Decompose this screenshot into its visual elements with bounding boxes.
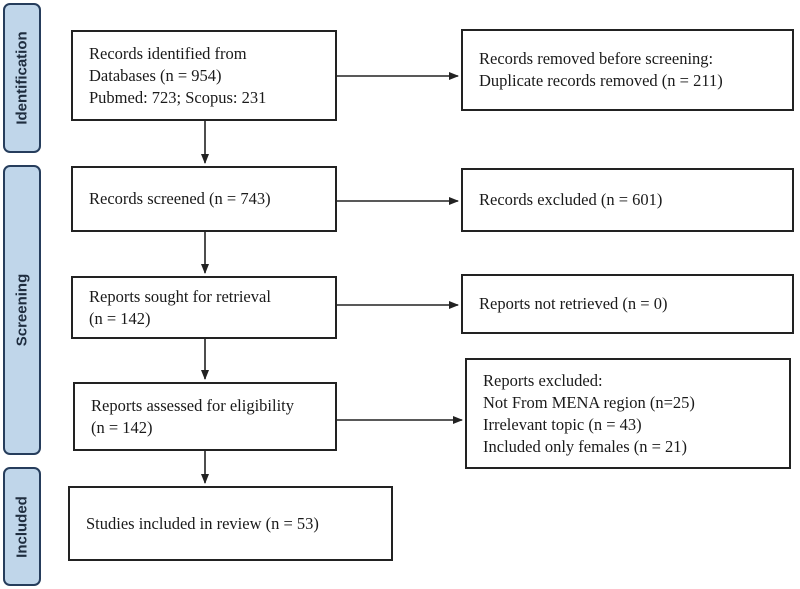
reports-excluded-box: Reports excluded: Not From MENA region (… — [465, 358, 791, 469]
records-excluded-line-1: Records excluded (n = 601) — [479, 190, 663, 209]
reports-sought-box: Reports sought for retrieval (n = 142) — [71, 276, 337, 339]
records-screened-line-1: Records screened (n = 743) — [89, 189, 271, 208]
studies-included-line-1: Studies included in review (n = 53) — [86, 513, 319, 533]
phase-identification: Identification — [3, 3, 41, 153]
reports-excluded-line-3: Irrelevant topic (n = 43) — [483, 414, 642, 434]
reports-assessed-box: Reports assessed for eligibility (n = 14… — [73, 382, 337, 451]
records-screened-box: Records screened (n = 743) — [71, 166, 337, 232]
reports-sought-line-1: Reports sought for retrieval — [89, 286, 271, 306]
reports-not-retrieved-box: Reports not retrieved (n = 0) — [461, 274, 794, 334]
reports-not-retrieved-line-1: Reports not retrieved (n = 0) — [479, 294, 668, 313]
studies-included-box: Studies included in review (n = 53) — [68, 486, 393, 561]
records-identified-line-3: Pubmed: 723; Scopus: 231 — [89, 87, 267, 107]
records-removed-box: Records removed before screening: Duplic… — [461, 29, 794, 111]
reports-excluded-line-2: Not From MENA region (n=25) — [483, 392, 695, 412]
records-removed-line-1: Records removed before screening: — [479, 49, 714, 68]
records-identified-line-2: Databases (n = 954) — [89, 65, 222, 85]
reports-excluded-line-4: Included only females (n = 21) — [483, 436, 688, 456]
records-excluded-box: Records excluded (n = 601) — [461, 168, 794, 232]
reports-assessed-line-1: Reports assessed for eligibility — [91, 395, 295, 415]
records-removed-line-2: Duplicate records removed (n = 211) — [479, 71, 723, 90]
reports-assessed-line-2: (n = 142) — [91, 417, 153, 437]
reports-excluded-line-1: Reports excluded: — [483, 370, 603, 390]
reports-sought-line-2: (n = 142) — [89, 308, 151, 328]
records-identified-box: Records identified from Databases (n = 9… — [71, 30, 337, 121]
phase-screening: Screening — [3, 165, 41, 455]
records-identified-line-1: Records identified from — [89, 43, 247, 63]
phase-included: Included — [3, 467, 41, 586]
